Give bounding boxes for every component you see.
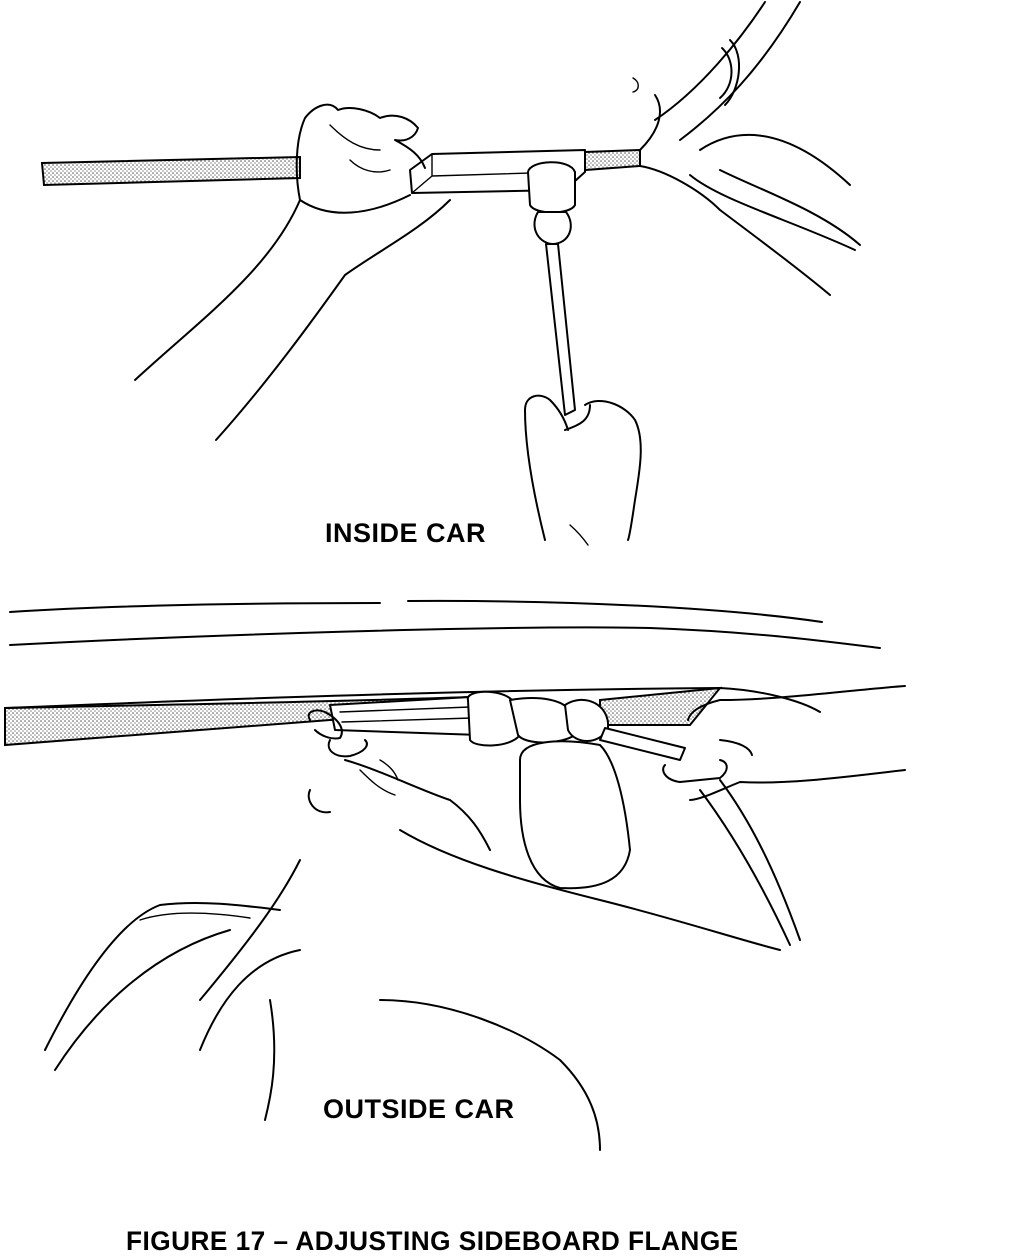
roof-line	[9, 599, 823, 623]
left-hand-inside	[134, 103, 451, 441]
inside-car-illustration	[40, 1, 861, 546]
outside-car-label: OUTSIDE CAR	[323, 1094, 515, 1124]
hammer-head	[527, 161, 576, 214]
seat-back	[519, 740, 631, 890]
left-hand-outside	[199, 709, 491, 1001]
right-hand-inside	[524, 394, 642, 541]
inside-car-label: INSIDE CAR	[325, 518, 487, 548]
sideboard-flange-top-right	[584, 148, 641, 172]
car-body-curve	[639, 94, 831, 296]
figure-caption: FIGURE 17 – ADJUSTING SIDEBOARD FLANGE	[126, 1226, 739, 1256]
right-hand-outside	[662, 685, 906, 801]
hammer-handle	[545, 243, 576, 416]
body-outline	[44, 829, 781, 1151]
outside-car-illustration	[4, 599, 906, 1151]
sideboard-flange-top	[40, 155, 301, 187]
hammer-handle-outside	[599, 727, 686, 761]
